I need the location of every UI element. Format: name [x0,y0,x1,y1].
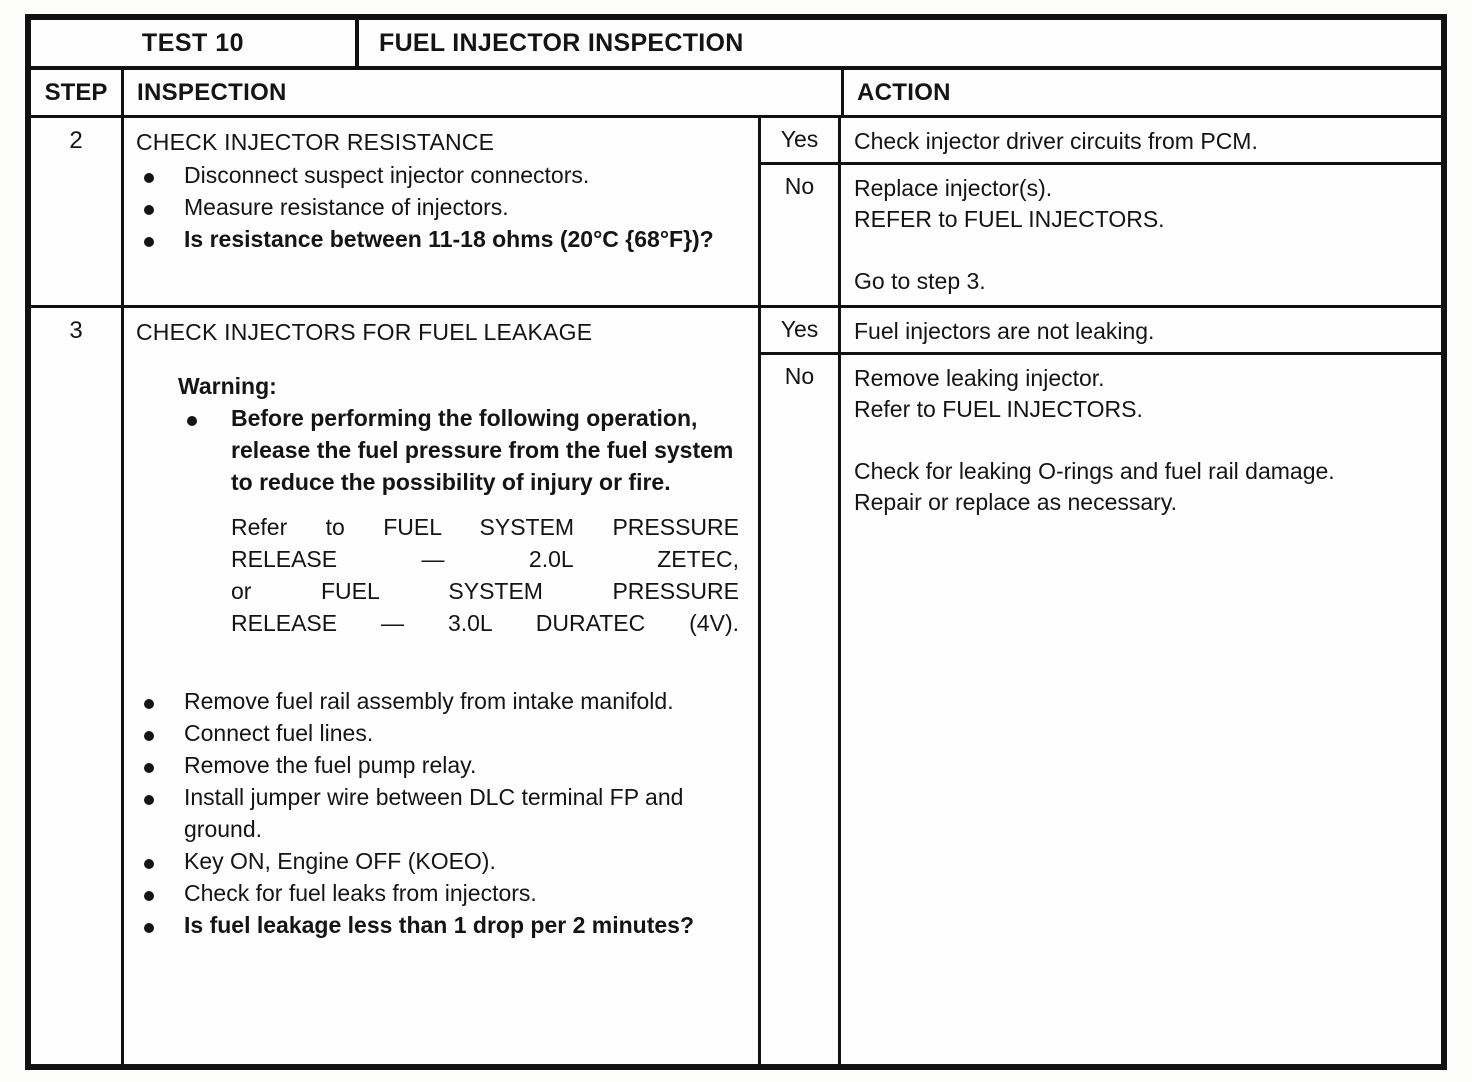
inspection-title: CHECK INJECTOR RESISTANCE [136,129,495,155]
test-title-cell: FUEL INJECTOR INSPECTION [359,20,1441,66]
diagnostic-table: TEST 10 FUEL INJECTOR INSPECTION STEP IN… [25,14,1447,1070]
action-line [854,235,1433,266]
bullet-icon [136,191,184,223]
action-cell: Check injector driver circuits from PCM. [841,118,1441,162]
column-header-step: STEP [31,70,124,115]
bullet-icon [136,159,184,191]
bullet-icon [136,717,184,749]
action-line: Remove leaking injector. [854,365,1105,391]
bullet-item: Install jumper wire between DLC terminal… [136,781,748,845]
action-line: Check injector driver circuits from PCM. [854,128,1258,154]
action-line: Fuel injectors are not leaking. [854,318,1155,344]
bullet-text: Disconnect suspect injector connectors. [184,162,590,188]
bullet-item: Connect fuel lines. [136,717,748,749]
action-line: REFER to FUEL INJECTORS. [854,206,1165,232]
action-row-yes: Yes Fuel injectors are not leaking. [761,308,1441,355]
bullet-item: Is fuel leakage less than 1 drop per 2 m… [136,909,748,941]
action-cell: Remove leaking injector. Refer to FUEL IN… [841,355,1441,1064]
inspection-title: CHECK INJECTORS FOR FUEL LEAKAGE [136,319,593,345]
actions-column: Yes Check injector driver circuits from P… [761,118,1441,305]
action-line [854,425,1433,456]
action-row-no: No Replace injector(s). REFER to FUEL INJE… [761,165,1441,305]
warning-bullet: Before performing the following operatio… [178,402,748,498]
action-line: Go to step 3. [854,268,986,294]
warning-block: Warning: Before performing the following … [178,370,748,498]
bullet-text: Connect fuel lines. [184,720,374,746]
bullet-item: Disconnect suspect injector connectors. [136,159,748,191]
warning-label: Warning: [178,373,277,399]
step-number: 2 [69,127,83,154]
refer-paragraph: Refer to FUEL SYSTEM PRESSURE RELEASE — 2… [231,511,739,639]
step-row-3: 3 CHECK INJECTORS FOR FUEL LEAKAGE Warning… [31,308,1441,1064]
column-header-row: STEP INSPECTION ACTION [31,70,1441,118]
bullet-text: Is fuel leakage less than 1 drop per 2 m… [184,912,694,938]
bullet-item: Is resistance between 11-18 ohms (20°C {… [136,223,748,255]
step-number: 3 [69,317,83,344]
refer-line: RELEASE — 3.0L DURATEC (4V). [231,610,739,636]
steps-body: 2 CHECK INJECTOR RESISTANCE Disconnect sus… [31,118,1441,1064]
answer-cell: No [761,165,841,305]
inspection-cell: CHECK INJECTORS FOR FUEL LEAKAGE Warning:… [124,308,761,1064]
bullet-icon [136,223,184,255]
step-number-cell: 3 [31,308,124,1064]
column-header-action: ACTION [857,78,951,106]
refer-line: RELEASE — 2.0L ZETEC, [231,546,739,572]
test-number-cell: TEST 10 [31,20,359,66]
bullet-icon [136,781,184,845]
bullet-item: Remove the fuel pump relay. [136,749,748,781]
answer-cell: No [761,355,841,1064]
table-title-row: TEST 10 FUEL INJECTOR INSPECTION [31,20,1441,70]
bullet-icon [136,845,184,877]
action-line: Replace injector(s). [854,175,1053,201]
action-row-no: No Remove leaking injector. Refer to FUEL … [761,355,1441,1064]
action-cell: Replace injector(s). REFER to FUEL INJECT… [841,165,1441,305]
action-line: Repair or replace as necessary. [854,489,1177,515]
bullet-icon [136,685,184,717]
bullet-icon [178,402,231,498]
warning-bullet-text: Before performing the following operatio… [231,405,734,495]
bullet-list: Disconnect suspect injector connectors. M… [136,159,748,255]
bullet-icon [136,877,184,909]
refer-line: or FUEL SYSTEM PRESSURE [231,578,739,604]
bullet-text: Remove fuel rail assembly from intake ma… [184,688,674,714]
bullet-text: Measure resistance of injectors. [184,194,509,220]
bullet-list: Remove fuel rail assembly from intake ma… [136,685,748,941]
step-row-2: 2 CHECK INJECTOR RESISTANCE Disconnect sus… [31,118,1441,308]
bullet-text: Install jumper wire between DLC terminal… [184,784,684,842]
bullet-icon [136,909,184,941]
inspection-cell: CHECK INJECTOR RESISTANCE Disconnect susp… [124,118,761,305]
test-number-label: TEST 10 [141,28,245,57]
bullet-item: Key ON, Engine OFF (KOEO). [136,845,748,877]
answer-cell: Yes [761,308,841,352]
bullet-text: Check for fuel leaks from injectors. [184,880,537,906]
action-row-yes: Yes Check injector driver circuits from P… [761,118,1441,165]
step-number-cell: 2 [31,118,124,305]
column-header-inspection: INSPECTION [124,70,844,115]
bullet-item: Measure resistance of injectors. [136,191,748,223]
bullet-icon [136,749,184,781]
action-line: Refer to FUEL INJECTORS. [854,396,1143,422]
answer-cell: Yes [761,118,841,162]
action-cell: Fuel injectors are not leaking. [841,308,1441,352]
bullet-item: Remove fuel rail assembly from intake ma… [136,685,748,717]
bullet-text: Key ON, Engine OFF (KOEO). [184,848,496,874]
refer-line: Refer to FUEL SYSTEM PRESSURE [231,514,739,540]
test-title-label: FUEL INJECTOR INSPECTION [379,28,744,57]
action-line: Check for leaking O-rings and fuel rail … [854,458,1335,484]
bullet-text: Is resistance between 11-18 ohms (20°C {… [184,226,714,252]
bullet-item: Check for fuel leaks from injectors. [136,877,748,909]
bullet-text: Remove the fuel pump relay. [184,752,477,778]
